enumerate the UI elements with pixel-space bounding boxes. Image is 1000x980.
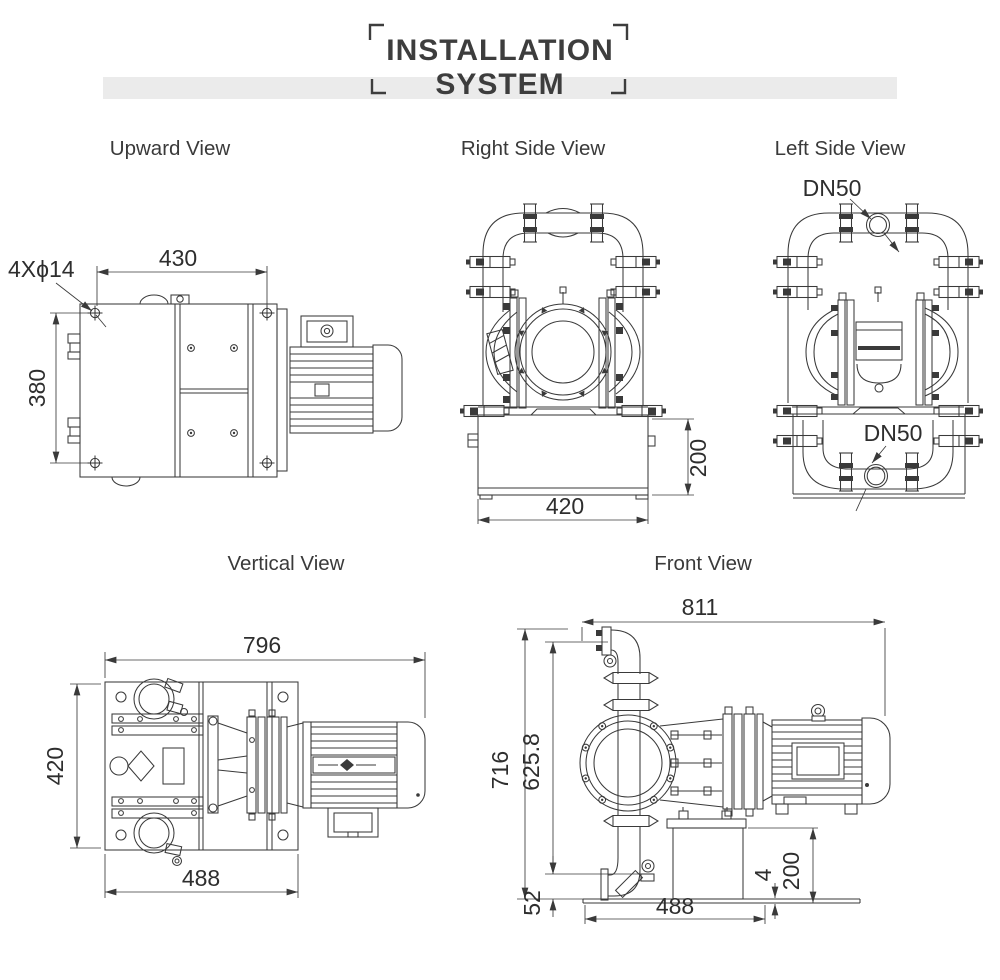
page-title-line1: INSTALLATION [386, 34, 614, 67]
pedestal-base [666, 807, 747, 900]
dim-overall-length-label: 811 [682, 594, 719, 620]
dim-bottom-port-label: DN50 [864, 420, 923, 446]
left-side-view-title: Left Side View [775, 137, 906, 160]
motor-end-cap [396, 721, 426, 809]
upward-view-title: Upward View [110, 137, 231, 160]
muffler [486, 329, 514, 375]
front-view-title: Front View [654, 552, 752, 575]
pump-housing [485, 286, 641, 409]
pump-housing [805, 286, 959, 406]
title-bracket-bottom-left [370, 79, 386, 95]
upward-view-drawing [67, 294, 403, 487]
bottom-port-circle [863, 463, 889, 489]
motor [276, 308, 403, 472]
title-bracket-bottom-right [611, 79, 627, 95]
title-bracket-top-right [613, 23, 629, 40]
dim-overall-length-label: 796 [243, 632, 281, 658]
dim-base-length-label: 488 [182, 865, 220, 891]
motor [302, 721, 426, 838]
dim-plate-depth-label: 420 [42, 747, 68, 785]
dim-plate-thickness-label: 4 [750, 868, 776, 881]
pump-bottom-clamp [133, 812, 183, 867]
pump-top-clamp [133, 677, 189, 720]
right-side-view-dimensions [477, 418, 694, 524]
right-side-view-drawing [459, 203, 667, 500]
front-view-drawing [579, 626, 891, 904]
dim-base-width-label: 420 [546, 493, 584, 519]
dim-overall-height-label: 716 [487, 751, 513, 789]
left-side-view-leaders [849, 198, 900, 512]
pump-body [109, 713, 204, 819]
vertical-view-drawing [104, 677, 426, 867]
adapter-flange [207, 709, 304, 821]
title-bracket-top-left [368, 23, 384, 40]
dim-width-label: 430 [159, 245, 197, 271]
junction-box [300, 315, 354, 348]
manifold-arch-bottom [772, 404, 984, 499]
base-plate [104, 681, 299, 851]
motor-nameplate [791, 742, 845, 780]
dim-outlet-offset-label: 52 [519, 890, 545, 916]
dim-bolt-holes-label: 4Xϕ14 [8, 256, 75, 282]
dim-inlet-height-label: 625.8 [518, 733, 544, 791]
motor-end-cap [861, 717, 891, 805]
junction-box [327, 807, 379, 838]
ground-plate [582, 898, 861, 904]
title-block: INSTALLATION SYSTEM [103, 23, 897, 101]
dim-top-port-label: DN50 [803, 175, 862, 201]
manifold-arch [482, 203, 644, 302]
dim-depth-label: 380 [24, 369, 50, 407]
base-box [459, 404, 667, 500]
dim-base-height-label: 200 [778, 852, 804, 890]
motor [771, 703, 891, 815]
title-band [103, 77, 897, 99]
manifold-arch-top [787, 203, 969, 302]
outlet-pipe [600, 814, 659, 901]
top-port-circle [865, 212, 891, 238]
inlet-pipe [596, 626, 659, 815]
left-side-view-drawing [772, 203, 984, 499]
lifting-eye [810, 703, 826, 722]
front-view-dimensions [517, 618, 886, 924]
vertical-view-title: Vertical View [228, 552, 345, 575]
vertical-view-dimensions [70, 652, 426, 898]
dim-base-height-label: 200 [685, 439, 711, 477]
adapter-flange [659, 706, 773, 817]
page-title-line2: SYSTEM [435, 68, 564, 101]
dim-base-length-label: 488 [656, 893, 694, 919]
base-plate [67, 294, 278, 487]
pump-housing [579, 714, 677, 812]
motor-end-cap [372, 344, 403, 432]
right-side-view-title: Right Side View [461, 137, 606, 160]
upward-view-dimensions [50, 266, 268, 464]
